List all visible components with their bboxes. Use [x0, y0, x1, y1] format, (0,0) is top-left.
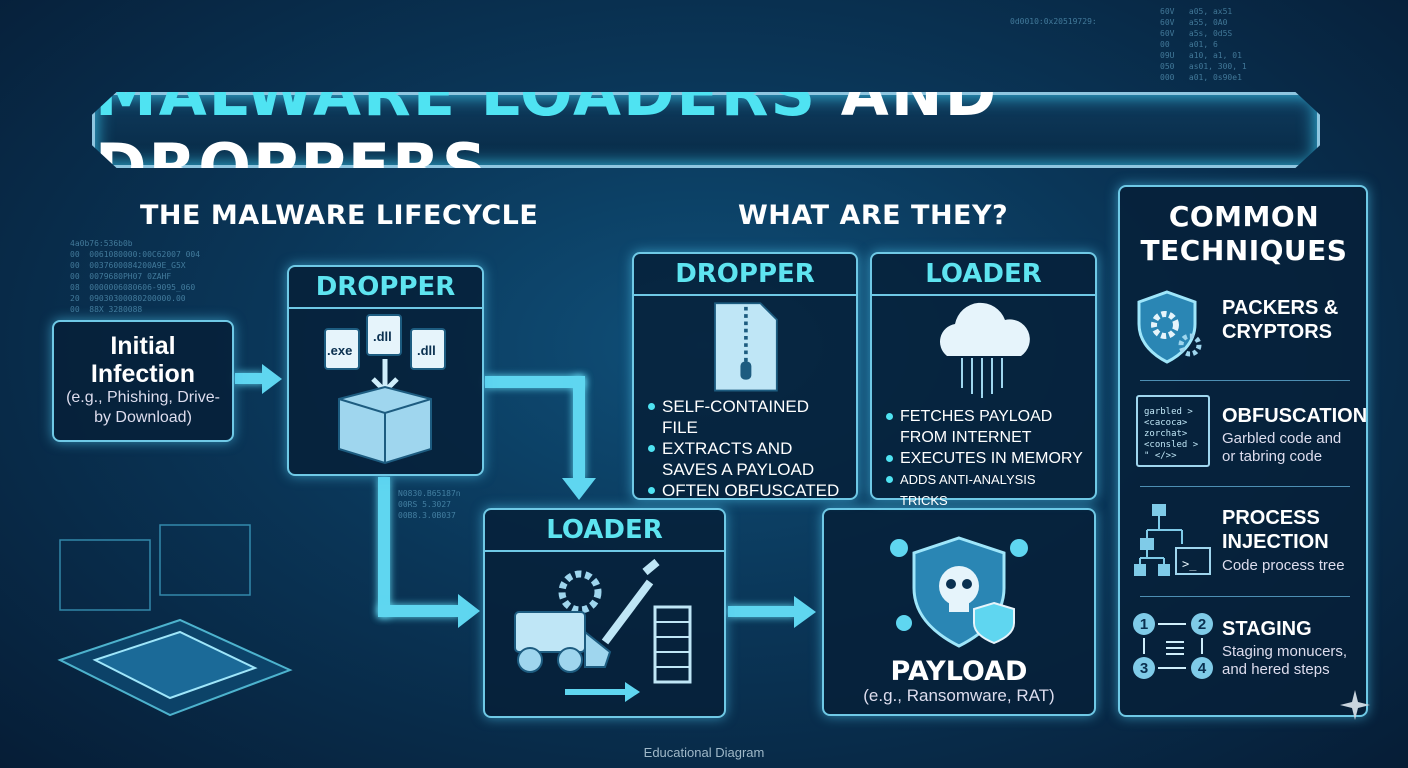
arrow-loader-to-payload [728, 606, 796, 617]
divider [1140, 486, 1350, 487]
initial-infection-box: Initial Infection (e.g., Phishing, Drive… [52, 320, 234, 442]
background-code: N0830.B65187n 00RS 5.3027 00B8.3.0B037 [398, 489, 461, 520]
what-loader-card: LOADER FETCHES PAYLOAD FROM INTERNET EXE… [870, 252, 1097, 508]
staging-steps-icon: 1 2 3 4 [1133, 613, 1213, 679]
dropper-bullets: SELF-CONTAINED FILE EXTRACTS AND SAVES A… [634, 396, 856, 501]
svg-text:>_: >_ [1182, 557, 1197, 571]
background-code: 60V a05, ax51 60V a55, 0A0 60V a5s, 0d5S… [1160, 7, 1247, 82]
gear-shield-icon [1137, 290, 1202, 364]
techniques-panel [1118, 185, 1368, 717]
skull-shield-icon [890, 536, 1028, 648]
payload-box: PAYLOAD (e.g., Ransomware, RAT) [822, 508, 1096, 716]
arrowhead [562, 478, 596, 500]
title-banner: MALWARE LOADERS AND DROPPERS [92, 92, 1320, 168]
dropper-box: DROPPER .exe .dll .dll [287, 265, 484, 476]
circuit-chip-decoration [57, 524, 293, 717]
arrow-dropper-down [378, 477, 390, 617]
loader-bullets: FETCHES PAYLOAD FROM INTERNET EXECUTES I… [872, 406, 1095, 511]
cloud-icon [939, 302, 1030, 398]
dropper-label: DROPPER [289, 267, 482, 309]
arrow-dropper-to-loader-down [573, 376, 585, 480]
what-dropper-card: DROPPER SELF-CONTAINED FILE EXTRACTS AND… [632, 252, 858, 500]
svg-text:3: 3 [1140, 660, 1148, 677]
bulldozer-syringe-icon [514, 558, 692, 702]
loader-label: LOADER [485, 510, 724, 552]
footer-label: Educational Diagram [643, 745, 765, 760]
garbled-code-icon: garbled ><cacoca>zorchat><consled >" </>… [1136, 395, 1210, 467]
loader-box: LOADER [483, 508, 726, 718]
box-files-icon: .exe .dll .dll [324, 314, 446, 465]
arrow-dropper-to-loader [485, 376, 585, 388]
svg-text:1: 1 [1140, 616, 1148, 633]
arrowhead [262, 364, 282, 394]
arrowhead [458, 594, 480, 628]
technique-obfuscation: garbled ><cacoca>zorchat><consled >" </>… [1120, 393, 1368, 488]
process-tree-icon: >_ [1134, 504, 1211, 576]
arrowhead [794, 596, 816, 628]
divider [1140, 596, 1350, 597]
background-code: 4a0b76:536b0b 00 0061080000:00C62007 004… [70, 239, 201, 314]
file-label: .exe [327, 343, 352, 358]
what-heading: WHAT ARE THEY? [738, 200, 1009, 231]
page-title: MALWARE LOADERS AND DROPPERS [95, 57, 999, 203]
svg-text:2: 2 [1198, 616, 1206, 633]
file-label: .dll [417, 343, 436, 358]
lifecycle-heading: THE MALWARE LIFECYCLE [140, 200, 539, 231]
zip-file-icon [714, 302, 778, 392]
divider [1140, 380, 1350, 381]
arrow-initial-to-dropper [235, 373, 265, 384]
arrow-to-loader-right [378, 605, 460, 617]
background-code: 0d0010:0x20519729: [1010, 17, 1097, 26]
technique-packers: PACKERS & CRYPTORS [1120, 285, 1368, 380]
payload-label: PAYLOAD [890, 656, 1028, 687]
technique-process-injection: >_ PROCESS INJECTION Code process tree [1120, 500, 1368, 595]
svg-text:4: 4 [1198, 660, 1207, 677]
file-label: .dll [373, 329, 392, 344]
